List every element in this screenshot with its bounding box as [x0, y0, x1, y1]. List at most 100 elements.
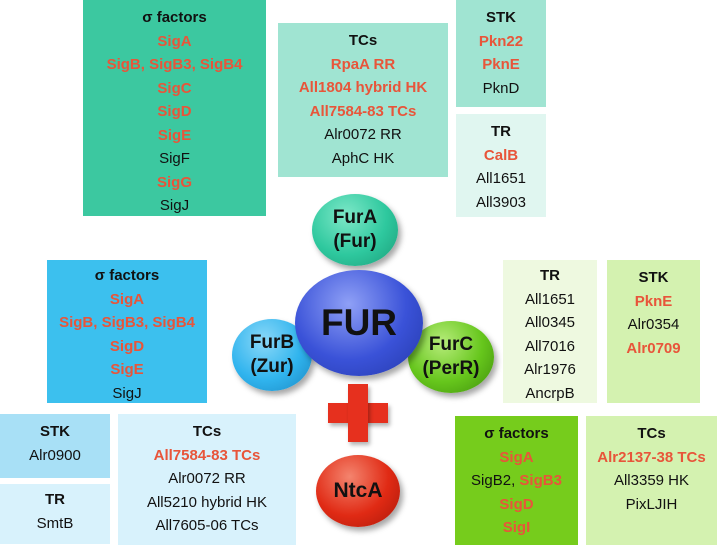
- bl-tr-line: SmtB: [37, 512, 74, 536]
- entry-text: All7605-06 TCs: [155, 517, 259, 534]
- br-sigma-line: SigA: [499, 446, 533, 470]
- entry-text: SigB2,: [471, 472, 520, 489]
- top-tcs-box: TCs RpaA RR All1804 hybrid HK All7584-83 T…: [278, 23, 448, 177]
- top-sigma-line: SigE: [158, 124, 191, 148]
- fur-node: FUR: [295, 270, 423, 376]
- furB-label: FurB: [249, 332, 295, 353]
- entry-text: Alr0354: [627, 316, 680, 333]
- furA-label: FurA: [332, 207, 378, 228]
- entry-text: All1651: [524, 290, 576, 308]
- right-tr-line: All7016: [525, 335, 575, 359]
- right-tr-line: All0345: [525, 311, 575, 335]
- top-sigma-title: σ factors: [142, 9, 207, 26]
- plus-sign-vertical: [348, 384, 368, 442]
- bottom-left-tr-title: TR: [45, 491, 65, 508]
- entry-text: SigB3: [519, 472, 562, 489]
- fur-label: FUR: [320, 302, 398, 343]
- entry-text: SigJ: [112, 384, 142, 402]
- top-sigma-line: SigG: [157, 171, 192, 195]
- entry-text: PixLJIH: [625, 495, 678, 513]
- entry-text: RpaA RR: [330, 55, 396, 73]
- entry-text: All1804 hybrid HK: [298, 79, 428, 96]
- bl-tcs-line: All5210 hybrid HK: [147, 491, 267, 515]
- furB-sublabel: (Zur): [250, 356, 294, 377]
- entry-text: Alr2137-38 TCs: [597, 448, 706, 466]
- bottom-right-sigma-title: σ factors: [484, 425, 549, 442]
- entry-text: SigD: [109, 337, 145, 355]
- br-sigma-line: SigI: [503, 516, 531, 540]
- entry-text: All1651: [475, 170, 527, 187]
- top-tr-line: CalB: [484, 144, 518, 168]
- entry-text: SigD: [499, 495, 534, 513]
- ntcA-node: NtcA: [316, 455, 400, 527]
- br-tcs-line: All3359 HK: [614, 469, 689, 493]
- top-sigma-line: SigC: [157, 77, 191, 101]
- entry-text: SigB, SigB3, SigB4: [59, 314, 195, 331]
- top-stk-line: Pkn22: [479, 30, 523, 54]
- entry-text: AncrpB: [525, 384, 575, 402]
- entry-text: All5210 hybrid HK: [146, 493, 268, 511]
- bl-stk-line: Alr0900: [29, 444, 81, 468]
- furC-label: FurC: [428, 334, 474, 355]
- entry-text: SigG: [156, 173, 192, 191]
- right-tr-line: Alr1976: [524, 358, 576, 382]
- entry-text: SigA: [109, 290, 145, 308]
- entry-text: SigA: [499, 448, 534, 466]
- left-sigma-line: SigE: [110, 358, 143, 382]
- entry-text: All7584-83 TCs: [309, 102, 417, 120]
- entry-text: SmtB: [36, 514, 74, 532]
- entry-text: Alr0072 RR: [168, 470, 246, 487]
- entry-text: SigE: [110, 361, 144, 378]
- top-sigma-line: SigD: [157, 100, 191, 124]
- entry-text: Alr1976: [524, 361, 576, 378]
- entry-text: All3359 HK: [613, 472, 690, 489]
- top-sigma-line: SigJ: [160, 194, 189, 218]
- ntcA-label: NtcA: [333, 479, 383, 502]
- entry-text: SigC: [157, 79, 192, 97]
- bl-tcs-line: Alr0072 RR: [168, 467, 246, 491]
- top-tcs-line: All1804 hybrid HK: [299, 76, 427, 100]
- entry-text: Alr0900: [29, 446, 81, 464]
- entry-text: PknD: [482, 79, 520, 97]
- top-tcs-line: AphC HK: [332, 147, 395, 171]
- entry-text: All7584-83 TCs: [153, 446, 261, 464]
- right-tr-title: TR: [540, 267, 560, 284]
- entry-text: SigD: [157, 103, 192, 120]
- bottom-left-tcs-title: TCs: [192, 423, 222, 440]
- br-tcs-line: Alr2137-38 TCs: [597, 446, 705, 470]
- entry-text: All0345: [524, 314, 576, 331]
- top-stk-title: STK: [486, 9, 516, 26]
- entry-text: SigF: [159, 150, 190, 167]
- top-tcs-line: Alr0072 RR: [324, 123, 402, 147]
- bl-tcs-line: All7605-06 TCs: [155, 514, 258, 538]
- entry-text: SigJ: [159, 197, 190, 214]
- bottom-left-stk-box: STK Alr0900: [0, 414, 110, 478]
- top-sigma-line: SigA: [157, 30, 191, 54]
- left-sigma-line: SigB, SigB3, SigB4: [59, 311, 195, 335]
- bottom-left-stk-title: STK: [40, 423, 70, 440]
- left-sigma-title: σ factors: [94, 267, 160, 284]
- right-tr-line: All1651: [525, 288, 575, 312]
- entry-text: SigA: [157, 32, 192, 50]
- bl-tcs-line: All7584-83 TCs: [154, 444, 261, 468]
- top-tcs-line: All7584-83 TCs: [310, 100, 417, 124]
- top-tcs-title: TCs: [348, 32, 378, 49]
- entry-text: PknE: [634, 292, 673, 310]
- br-sigma-line: SigB2, SigB3: [471, 469, 562, 493]
- left-sigma-line: SigJ: [112, 382, 141, 406]
- entry-text: Pkn22: [478, 32, 524, 50]
- top-stk-line: PknD: [483, 77, 520, 101]
- br-tcs-line: PixLJIH: [626, 493, 678, 517]
- top-tcs-line: RpaA RR: [331, 53, 395, 77]
- right-stk-title: STK: [638, 269, 669, 286]
- entry-text: AphC HK: [331, 149, 395, 167]
- furC-sublabel: (PerR): [422, 358, 480, 379]
- top-tr-line: All1651: [476, 167, 526, 191]
